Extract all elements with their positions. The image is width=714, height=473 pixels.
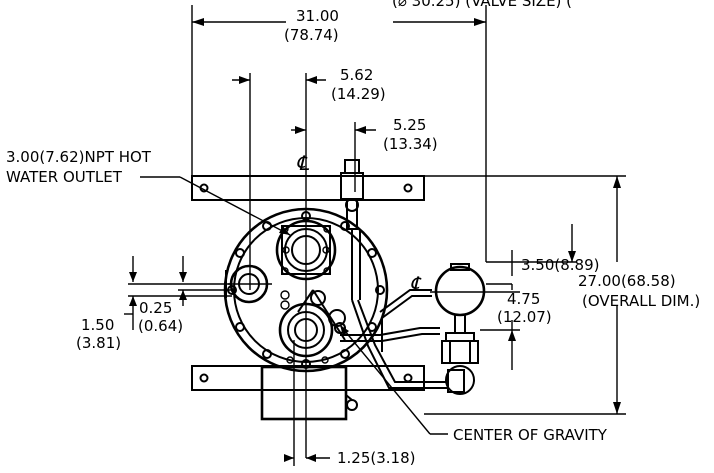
overall-width-metric-label: (78.74) — [284, 26, 339, 44]
center-controls — [280, 289, 346, 364]
lower-fitting — [278, 302, 334, 358]
hot-outlet-label-line2: WATER OUTLET — [6, 168, 123, 186]
overall-width-label: 31.00 — [296, 7, 339, 25]
left-a-label: 0.25 — [139, 299, 172, 317]
overall-height-dimension: 27.00(68.58) (OVERALL DIM.) — [424, 175, 700, 415]
center-of-gravity-label: CENTER OF GRAVITY — [453, 426, 608, 444]
top-mounting-bracket — [191, 175, 425, 201]
offset-b-metric-label: (13.34) — [383, 135, 438, 153]
offset-a-dimension: 5.62 (14.29) — [232, 66, 386, 458]
piping — [340, 289, 448, 389]
left-gauge — [225, 264, 272, 304]
overall-height-note: (OVERALL DIM.) — [582, 292, 700, 310]
center-of-gravity-callout: CENTER OF GRAVITY — [339, 324, 608, 444]
left-b-label: 1.50 — [81, 316, 114, 334]
overall-height-label: 27.00(68.58) — [578, 272, 676, 290]
overall-width-dimension: 31.00 (78.74) — [191, 5, 487, 262]
offset-b-label: 5.25 — [393, 116, 426, 134]
bottom-dimension: 1.25(3.18) — [284, 340, 416, 467]
vertical-a-label: 3.50(8.89) — [521, 256, 600, 274]
hot-outlet-label-line1: 3.00(7.62)NPT HOT — [6, 148, 152, 166]
top-valve-assembly — [340, 159, 364, 300]
vertical-b-dimension: 4.75 (12.07) — [430, 283, 552, 370]
hot-outlet-callout: 3.00(7.62)NPT HOT WATER OUTLET — [6, 148, 291, 236]
top-cut-text: (⌀ 30.25) (VALVE SIZE) ( — [392, 0, 572, 10]
bottom-label: 1.25(3.18) — [337, 449, 416, 467]
expansion-tank — [434, 263, 486, 395]
left-b-metric-label: (3.81) — [76, 334, 121, 352]
centerline-symbol-horizontal: ℄ — [410, 272, 424, 296]
centerline-symbol-vertical: ℄ — [296, 151, 310, 175]
left-a-metric-label: (0.64) — [138, 317, 183, 335]
offset-a-metric-label: (14.29) — [331, 85, 386, 103]
vertical-b-label: 4.75 — [507, 290, 540, 308]
hot-water-outlet-fitting — [275, 219, 337, 281]
vertical-a-dimension: 3.50(8.89) — [486, 224, 600, 276]
left-dimensions: 0.25 (0.64) 1.50 (3.81) — [76, 256, 232, 352]
vertical-b-metric-label: (12.07) — [497, 308, 552, 326]
offset-b-dimension: 5.25 (13.34) — [291, 116, 438, 192]
offset-a-label: 5.62 — [340, 66, 373, 84]
main-body-flange — [223, 207, 389, 373]
control-box — [260, 365, 358, 421]
